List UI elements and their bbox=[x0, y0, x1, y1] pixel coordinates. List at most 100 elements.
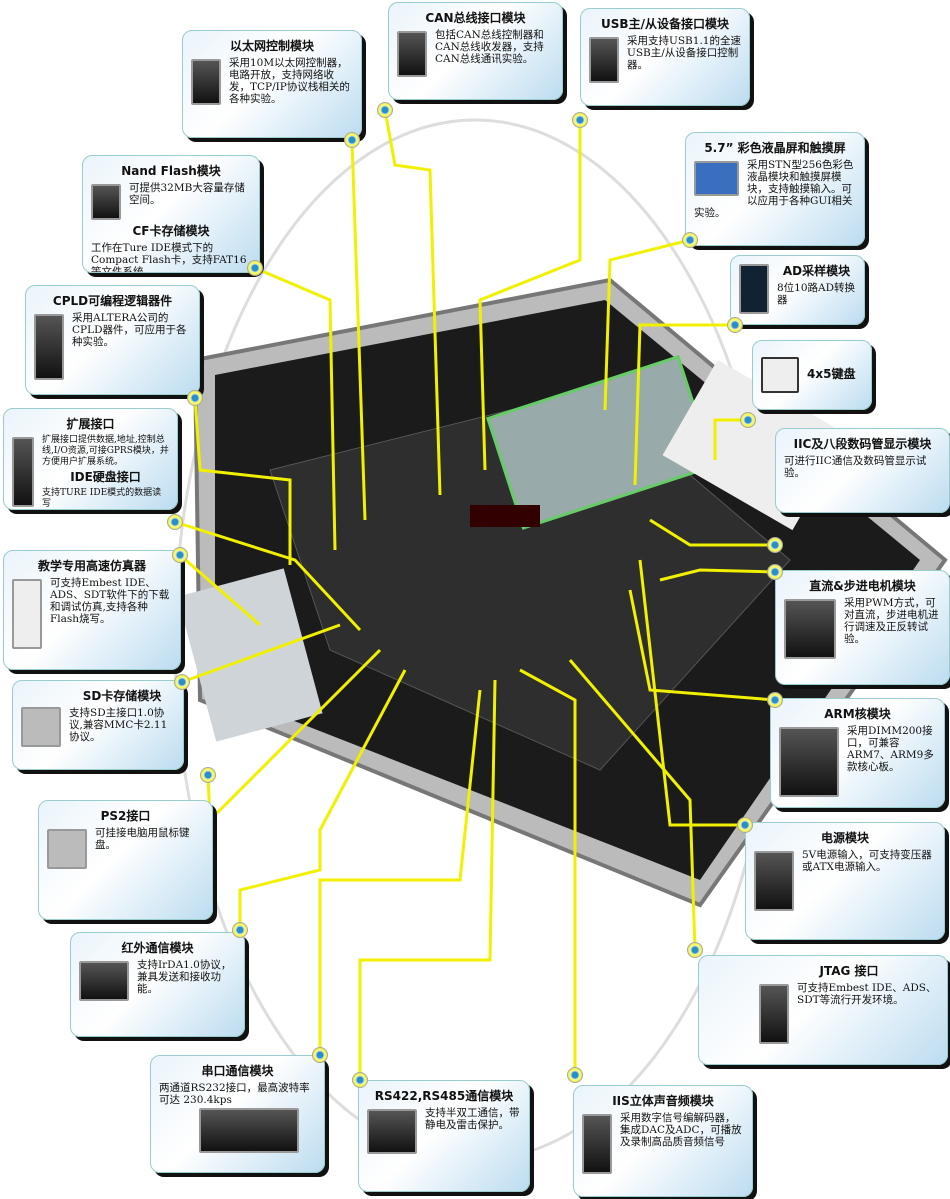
callout-desc: 两通道RS232接口，最高波特率可达 230.4kps bbox=[159, 1082, 310, 1106]
callout-title: JTAG 接口 bbox=[819, 964, 879, 978]
callout-iic: IIC及八段数码管显示模块可进行IIC通信及数码管显示试验。 bbox=[775, 428, 950, 513]
callout-title: 4x5键盘 bbox=[807, 367, 856, 381]
module-photo bbox=[12, 437, 34, 507]
connector-dot bbox=[172, 547, 188, 563]
connector-dot bbox=[767, 564, 783, 580]
callout-desc: 采用DIMM200接口，可兼容ARM7、ARM9多款核心板。 bbox=[847, 725, 934, 773]
connector-dot bbox=[727, 317, 743, 333]
connector-dot bbox=[687, 942, 703, 958]
callout-title: IIC及八段数码管显示模块 bbox=[793, 437, 932, 451]
callout-desc: 包括CAN总线控制器和CAN总线收发器，支持CAN总线通讯实验。 bbox=[435, 29, 544, 65]
callout-desc: 8位10路AD转换器 bbox=[777, 282, 856, 306]
callout-title: 扩展接口 bbox=[66, 417, 115, 431]
connector-dot bbox=[174, 674, 190, 690]
callout-title: RS422,RS485通信模块 bbox=[374, 1089, 514, 1103]
module-photo bbox=[759, 984, 789, 1044]
callout-desc: 可提供32MB大容量存储空间。 bbox=[129, 182, 245, 206]
module-photo bbox=[694, 161, 739, 196]
callout-title: 5.7” 彩色液晶屏和触摸屏 bbox=[704, 141, 846, 155]
connector-dot bbox=[167, 514, 183, 530]
module-photo bbox=[367, 1109, 417, 1154]
callout-desc: 可进行IIC通信及数码管显示试验。 bbox=[784, 455, 927, 479]
connector-dot bbox=[767, 537, 783, 553]
callout-cpld: CPLD可编程逻辑器件采用ALTERA公司的CPLD器件，可应用于各种实验。 bbox=[25, 285, 200, 395]
callout-title: IIS立体声音频模块 bbox=[612, 1094, 714, 1108]
callout-desc: 支持SD主接口1.0协议,兼容MMC卡2.11协议。 bbox=[69, 707, 168, 743]
keypad-photo bbox=[761, 357, 799, 393]
callout-keypad: 4x5键盘 bbox=[752, 340, 872, 410]
callout-title: 教学专用高速仿真器 bbox=[37, 559, 146, 573]
callout-desc: 5V电源输入，可支持变压器或ATX电源输入。 bbox=[802, 849, 932, 873]
connector-dot bbox=[200, 767, 216, 783]
module-photo bbox=[12, 579, 42, 649]
callout-title: 串口通信模块 bbox=[201, 1064, 274, 1078]
callout-title-2: CF卡存储模块 bbox=[132, 224, 210, 238]
connector-dot bbox=[187, 390, 203, 406]
callout-desc: 支持IrDA1.0协议，兼具发送和接收功能。 bbox=[137, 959, 232, 995]
callout-motor: 直流&步进电机模块采用PWM方式，可对直流，步进电机进行调速及正反转试验。 bbox=[775, 570, 950, 685]
module-photo bbox=[754, 851, 794, 911]
callout-title-2: IDE硬盘接口 bbox=[70, 470, 141, 484]
connector-dot bbox=[377, 102, 393, 118]
connector-dot bbox=[312, 1047, 328, 1063]
module-photo bbox=[191, 59, 221, 105]
callout-jtag: JTAG 接口可支持Embest IDE、ADS、SDT等流行开发环境。 bbox=[698, 955, 948, 1065]
connector-dot bbox=[740, 412, 756, 428]
emulator-device bbox=[177, 568, 323, 742]
callout-desc: 采用10M以太网控制器，电路开放，支持网络收发，TCP/IP协议栈相关的各种实验… bbox=[229, 57, 350, 105]
callout-desc: 可支持Embest IDE、ADS、SDT软件下的下载和调试仿真,支持各种Fla… bbox=[50, 577, 170, 625]
callout-title: CPLD可编程逻辑器件 bbox=[52, 294, 173, 308]
callout-title: USB主/从设备接口模块 bbox=[601, 17, 729, 31]
module-photo bbox=[91, 184, 121, 220]
callout-title: SD卡存储模块 bbox=[82, 689, 162, 703]
callout-ad: AD采样模块 8位10路AD转换器 bbox=[730, 255, 865, 325]
callout-infrared: 红外通信模块支持IrDA1.0协议，兼具发送和接收功能。 bbox=[70, 932, 245, 1037]
callout-desc: 支持半双工通信，带静电及雷击保护。 bbox=[425, 1107, 520, 1131]
callout-desc: 扩展接口提供数据,地址,控制总线,I/O资源,可接GPRS模块，并方便用户扩展系… bbox=[42, 435, 169, 467]
callout-desc: 采用PWM方式，可对直流，步进电机进行调速及正反转试验。 bbox=[844, 597, 939, 645]
callout-desc: 采用支持USB1.1的全速USB主/从设备接口控制器。 bbox=[627, 35, 741, 71]
callout-title: CAN总线接口模块 bbox=[425, 11, 526, 25]
module-photo bbox=[34, 314, 64, 380]
callout-expansion-ide: 扩展接口扩展接口提供数据,地址,控制总线,I/O资源,可接GPRS模块，并方便用… bbox=[3, 408, 178, 510]
module-photo bbox=[779, 727, 839, 797]
module-photo bbox=[784, 599, 836, 659]
callout-emulator: 教学专用高速仿真器可支持Embest IDE、ADS、SDT软件下的下载和调试仿… bbox=[3, 550, 181, 670]
callout-arm-core: ARM核模块采用DIMM200接口，可兼容ARM7、ARM9多款核心板。 bbox=[770, 698, 945, 808]
connector-dot bbox=[767, 692, 783, 708]
callout-title: AD采样模块 bbox=[782, 264, 851, 278]
connector-dot bbox=[572, 112, 588, 128]
callout-can: CAN总线接口模块包括CAN总线控制器和CAN总线收发器，支持CAN总线通讯实验… bbox=[388, 2, 563, 100]
callout-title: 直流&步进电机模块 bbox=[809, 579, 916, 593]
module-photo bbox=[739, 264, 769, 314]
callout-ethernet: 以太网控制模块采用10M以太网控制器，电路开放，支持网络收发，TCP/IP协议栈… bbox=[182, 30, 362, 138]
module-photo bbox=[589, 37, 619, 83]
callout-sd: SD卡存储模块支持SD主接口1.0协议,兼容MMC卡2.11协议。 bbox=[12, 680, 184, 770]
callout-desc-2: 工作在Ture IDE模式下的Compact Flash卡，支持FAT16等文件… bbox=[91, 242, 247, 273]
callout-desc: 采用数字信号编解码器，集成DAC及ADC，可播放及录制高品质音频信号 bbox=[620, 1112, 742, 1148]
module-photo bbox=[21, 707, 61, 747]
module-photo bbox=[79, 961, 129, 1001]
connector-dot bbox=[737, 817, 753, 833]
connector-dot bbox=[682, 232, 698, 248]
callout-desc: 可支持Embest IDE、ADS、SDT等流行开发环境。 bbox=[797, 982, 937, 1006]
callout-desc: 采用STN型256色彩色液晶模块和触摸屏模块，支持触摸输入。可以应用于各种GUI… bbox=[694, 159, 854, 219]
callout-nand-cf: Nand Flash模块可提供32MB大容量存储空间。 CF卡存储模块工作在Tur… bbox=[82, 155, 260, 273]
callout-ps2: PS2接口可挂接电脑用鼠标键盘。 bbox=[38, 800, 213, 920]
callout-iis-audio: IIS立体声音频模块采用数字信号编解码器，集成DAC及ADC，可播放及录制高品质… bbox=[573, 1085, 753, 1197]
module-photo bbox=[582, 1114, 612, 1174]
connector-dot bbox=[344, 132, 360, 148]
module-photo bbox=[47, 829, 87, 869]
callout-title: Nand Flash模块 bbox=[121, 164, 221, 178]
connector-dot bbox=[567, 1067, 583, 1083]
seven-segment-display bbox=[470, 505, 540, 527]
module-photo bbox=[397, 31, 427, 77]
module-photo bbox=[199, 1108, 299, 1153]
callout-lcd: 5.7” 彩色液晶屏和触摸屏采用STN型256色彩色液晶模块和触摸屏模块，支持触… bbox=[685, 132, 865, 246]
callout-usb: USB主/从设备接口模块采用支持USB1.1的全速USB主/从设备接口控制器。 bbox=[580, 8, 750, 106]
connector-dot bbox=[247, 260, 263, 276]
callout-desc: 采用ALTERA公司的CPLD器件，可应用于各种实验。 bbox=[72, 312, 187, 348]
callout-title: 以太网控制模块 bbox=[229, 39, 314, 53]
